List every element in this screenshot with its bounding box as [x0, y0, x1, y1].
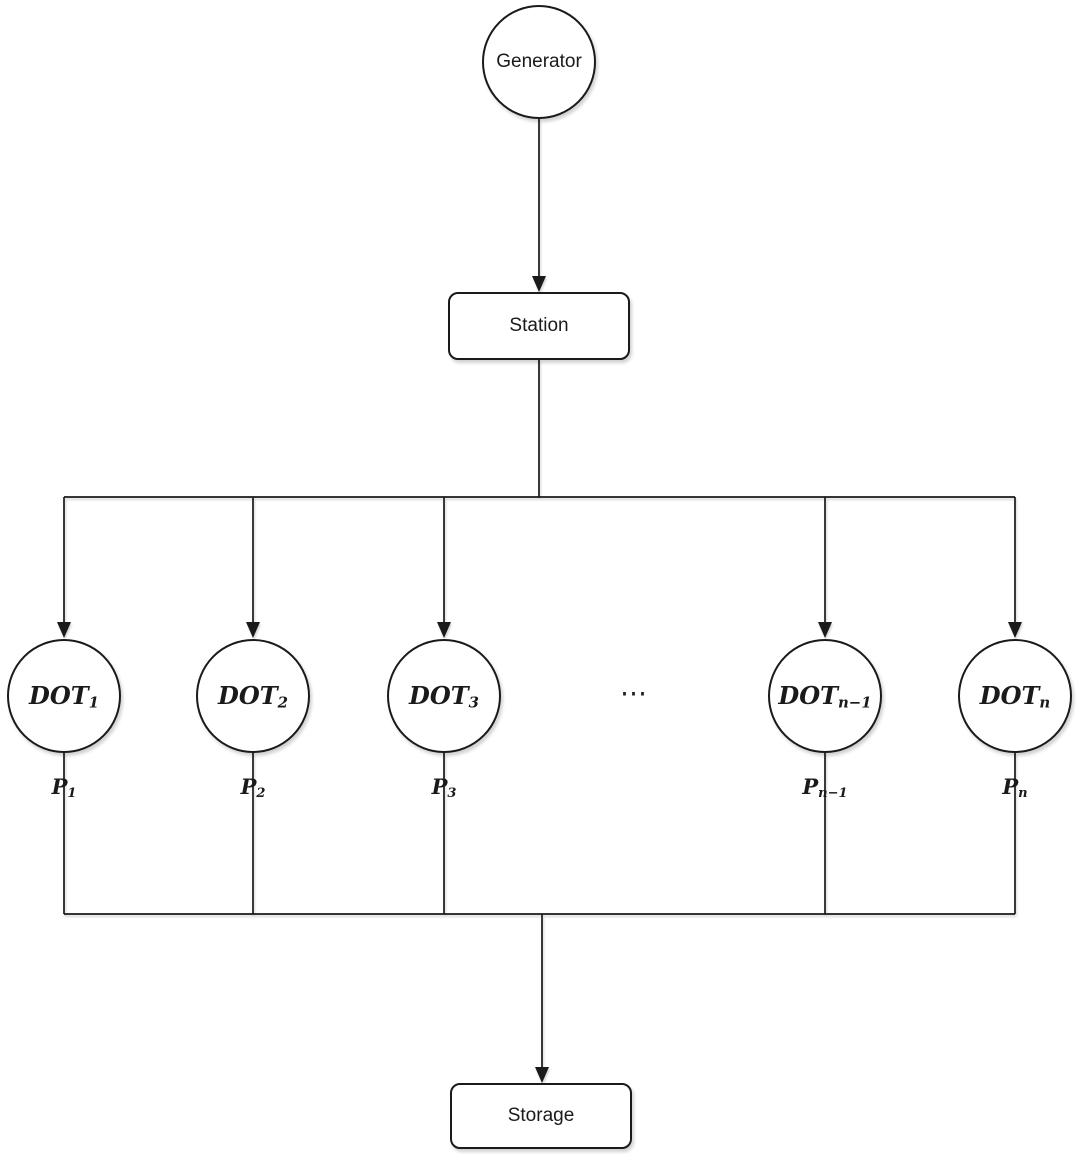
- p-2-label: P2: [240, 774, 266, 801]
- p-n-1-label: Pn−1: [802, 774, 848, 801]
- dot-1-label: DOT1: [29, 680, 99, 712]
- p-3-label: P3: [431, 774, 457, 801]
- storage-node: Storage: [450, 1083, 632, 1149]
- p-1-label: P1: [51, 774, 77, 801]
- dot-1-node: DOT1: [7, 639, 121, 753]
- station-node: Station: [448, 292, 630, 360]
- dot-2-label: DOT2: [218, 680, 288, 712]
- dot-n-label: DOTn: [979, 680, 1051, 712]
- dot-nodes-ellipsis: ⋯: [620, 678, 650, 709]
- station-label: Station: [509, 315, 569, 336]
- dot-3-node: DOT3: [387, 639, 501, 753]
- dot-2-node: DOT2: [196, 639, 310, 753]
- dot-n-1-label: DOTn−1: [778, 680, 872, 712]
- dot-3-label: DOT3: [409, 680, 479, 712]
- storage-label: Storage: [507, 1105, 575, 1126]
- generator-node: Generator: [482, 5, 596, 119]
- dot-n-1-node: DOTn−1: [768, 639, 882, 753]
- generator-label: Generator: [496, 51, 582, 72]
- p-n-label: Pn: [1002, 774, 1028, 801]
- dot-n-node: DOTn: [958, 639, 1072, 753]
